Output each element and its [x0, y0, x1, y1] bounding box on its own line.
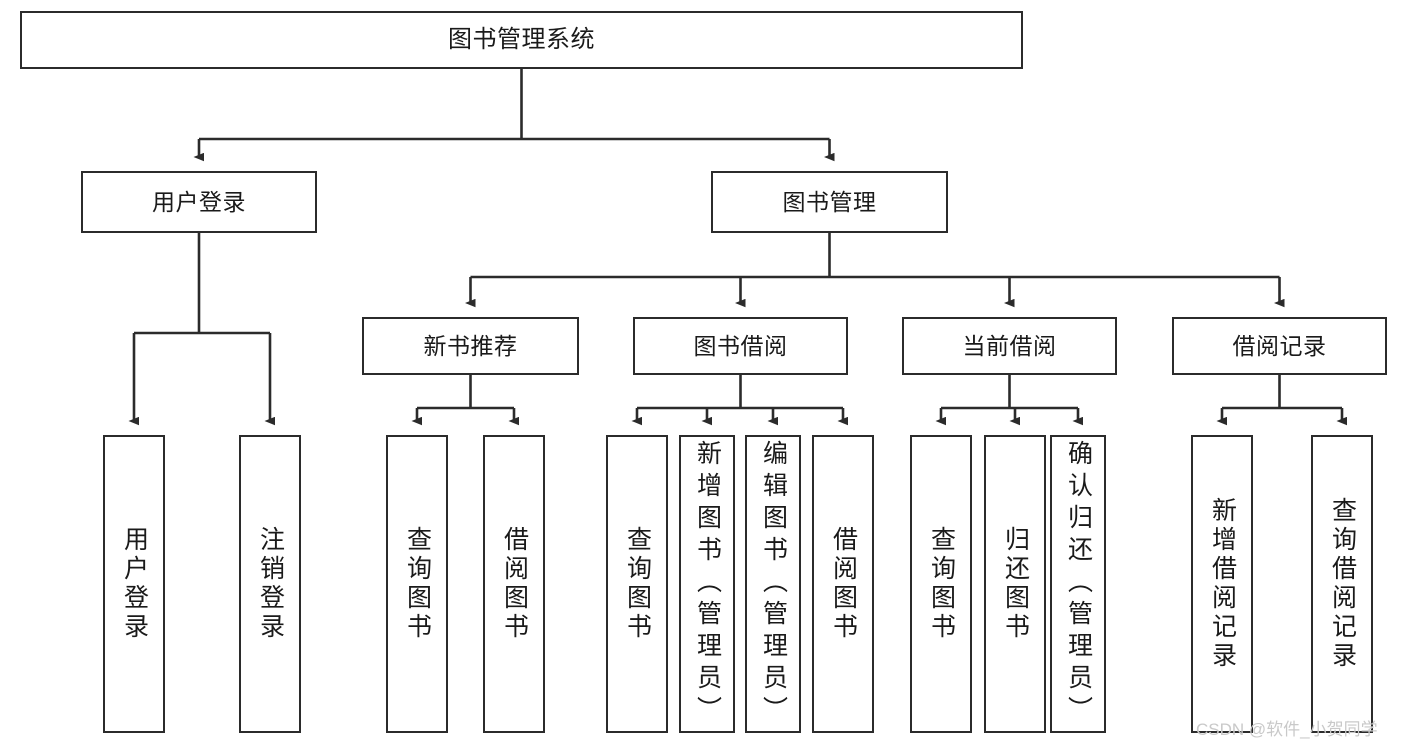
node-label: 借阅图书 — [500, 526, 529, 642]
node-leaf-return-book[interactable]: 归还图书 — [984, 435, 1046, 733]
node-leaf-query-borrow-record[interactable]: 查询借阅记录 — [1311, 435, 1373, 733]
node-label: 当前借阅 — [962, 332, 1057, 359]
node-book-borrowing[interactable]: 图书借阅 — [633, 317, 848, 375]
node-leaf-add-book[interactable]: 新增图书（管理员） — [679, 435, 735, 733]
node-label: 编辑图书（管理员） — [759, 440, 788, 728]
node-label: 图书管理 — [782, 188, 877, 215]
node-current-borrowing[interactable]: 当前借阅 — [902, 317, 1117, 375]
node-label: 确认归还（管理员） — [1064, 440, 1093, 728]
node-leaf-query-book-1[interactable]: 查询图书 — [386, 435, 448, 733]
node-new-book-recommendation[interactable]: 新书推荐 — [362, 317, 579, 375]
node-leaf-query-book-3[interactable]: 查询图书 — [910, 435, 972, 733]
node-leaf-edit-book[interactable]: 编辑图书（管理员） — [745, 435, 801, 733]
node-leaf-borrow-book-1[interactable]: 借阅图书 — [483, 435, 545, 733]
node-user-login[interactable]: 用户登录 — [81, 171, 317, 233]
node-label: 图书借阅 — [693, 332, 788, 359]
node-label: 归还图书 — [1001, 526, 1030, 642]
node-label: 借阅记录 — [1232, 332, 1327, 359]
node-label: 图书管理系统 — [448, 26, 595, 54]
node-leaf-confirm-return[interactable]: 确认归还（管理员） — [1050, 435, 1106, 733]
node-leaf-query-book-2[interactable]: 查询图书 — [606, 435, 668, 733]
node-label: 查询图书 — [927, 526, 956, 642]
node-label: 用户登录 — [120, 526, 149, 642]
node-label: 新增图书（管理员） — [693, 440, 722, 728]
node-label: 借阅图书 — [829, 526, 858, 642]
node-leaf-add-borrow-record[interactable]: 新增借阅记录 — [1191, 435, 1253, 733]
node-label: 用户登录 — [152, 188, 246, 215]
node-label: 注销登录 — [256, 526, 285, 642]
node-leaf-borrow-book-2[interactable]: 借阅图书 — [812, 435, 874, 733]
node-label: 查询借阅记录 — [1328, 497, 1357, 671]
node-label: 查询图书 — [403, 526, 432, 642]
node-borrow-records[interactable]: 借阅记录 — [1172, 317, 1387, 375]
node-label: 新书推荐 — [423, 332, 518, 359]
node-leaf-user-login[interactable]: 用户登录 — [103, 435, 165, 733]
node-label: 新增借阅记录 — [1208, 497, 1237, 671]
node-book-management[interactable]: 图书管理 — [711, 171, 948, 233]
node-label: 查询图书 — [623, 526, 652, 642]
node-leaf-logout[interactable]: 注销登录 — [239, 435, 301, 733]
node-root-system[interactable]: 图书管理系统 — [20, 11, 1023, 69]
csdn-watermark: CSDN @软件_小贺同学 — [1196, 720, 1378, 739]
